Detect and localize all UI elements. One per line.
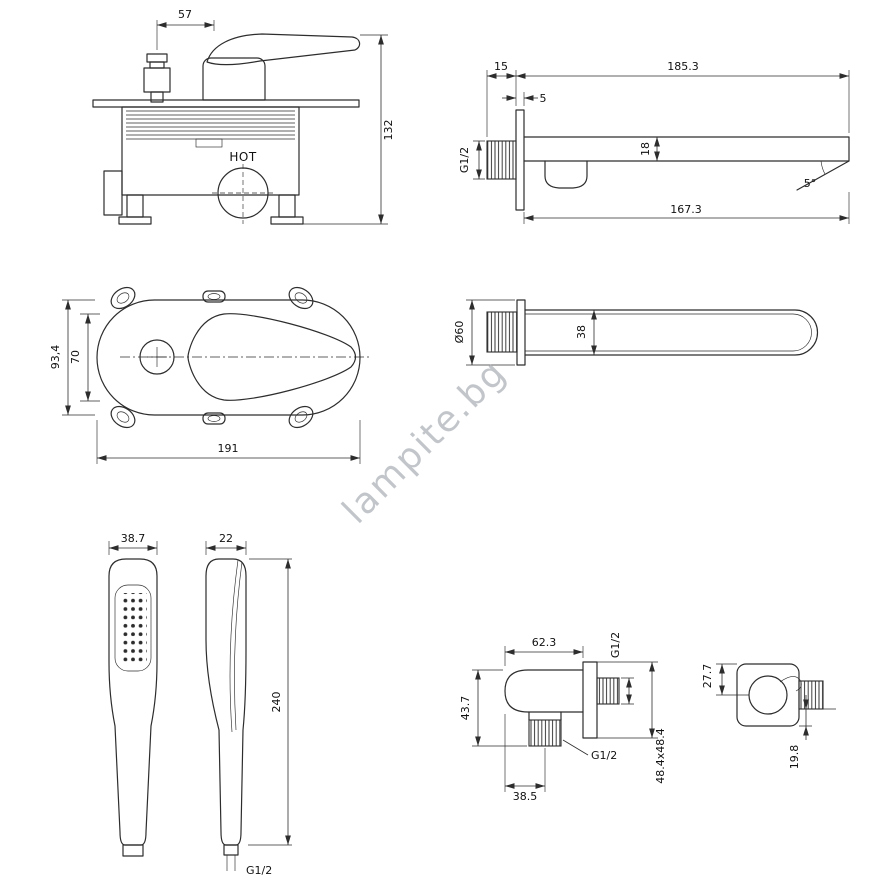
thread-size-label: G1/2 xyxy=(458,147,471,173)
dim-overall-height: 132 xyxy=(382,120,395,141)
mixer-body xyxy=(121,106,300,196)
handshower-side-outline xyxy=(205,558,247,846)
spout-flange xyxy=(515,109,525,211)
dim-elbow-width: 62.3 xyxy=(532,636,557,649)
dim-head-width: 38.7 xyxy=(121,532,146,545)
view-mixer-front-section: 57 132 HOT xyxy=(92,8,395,225)
wall-thread-label: G1/2 xyxy=(609,632,622,658)
elbow-body xyxy=(504,669,584,713)
dim-overall-depth: 93,4 xyxy=(49,345,62,370)
lever-handle xyxy=(206,33,361,66)
spout-body xyxy=(523,136,850,162)
dim-handle-width: 57 xyxy=(178,8,192,21)
view-handshower: 38.7 22 240 G1/2 xyxy=(108,532,292,877)
dim-hook-offset: 27.7 xyxy=(701,664,714,689)
dim-flange-diameter: Ø60 xyxy=(453,321,466,344)
elbow-outlet-circle xyxy=(748,675,788,715)
dim-spout-height: 18 xyxy=(639,142,652,156)
handle-escutcheon xyxy=(202,57,266,101)
dim-tip-angle: 5° xyxy=(804,177,817,190)
elbow-nipple-front xyxy=(798,680,824,710)
valve-cap xyxy=(146,53,168,63)
elbow-outlet-thread xyxy=(528,719,562,747)
handshower-thread-label: G1/2 xyxy=(246,864,272,877)
dim-head-depth: 22 xyxy=(219,532,233,545)
outlet-thread-label: G1/2 xyxy=(591,749,617,762)
lever-top-view xyxy=(187,313,357,401)
view-mixer-top: 93,4 70 191 xyxy=(49,286,372,464)
dim-total-length: 185.3 xyxy=(667,60,699,73)
dim-body-width: 38 xyxy=(575,325,588,339)
dim-handshower-length: 240 xyxy=(270,692,283,713)
watermark: lampite.bg xyxy=(335,352,515,532)
wall-plate xyxy=(92,99,360,108)
elbow-wall-thread xyxy=(596,677,620,705)
dim-flange-square: 48.4x48.4 xyxy=(654,728,667,784)
spray-nozzles xyxy=(120,593,147,664)
mixer-top-body xyxy=(96,299,361,416)
view-spout-top: Ø60 38 xyxy=(453,299,819,366)
dim-hole-spacing: 70 xyxy=(69,350,82,364)
dim-wall-offset: 15 xyxy=(494,60,508,73)
spout-top-body xyxy=(524,309,819,356)
dim-outlet-offset: 38.5 xyxy=(513,790,538,803)
spout-thread xyxy=(486,140,517,180)
dim-plate-thickness: 5 xyxy=(540,92,547,105)
spout-top-flange xyxy=(516,299,526,366)
dim-elbow-height: 43.7 xyxy=(459,696,472,721)
spout-top-thread xyxy=(486,311,518,353)
view-spout-side: 15 185.3 5 G1/2 18 5° 167.3 xyxy=(458,60,850,224)
spout-outlet-lip xyxy=(544,160,588,189)
hot-label: HOT xyxy=(229,150,256,164)
view-outlet-elbow: 62.3 G1/2 43.7 38.5 G1/2 48.4x48.4 27.7 … xyxy=(459,632,836,803)
dim-reach: 167.3 xyxy=(670,203,702,216)
elbow-flange-side xyxy=(582,661,598,739)
valve-body xyxy=(143,67,171,93)
dim-body-length: 191 xyxy=(218,442,239,455)
dim-nipple-length: 19.8 xyxy=(788,745,801,770)
handshower-front-outline xyxy=(108,558,158,846)
